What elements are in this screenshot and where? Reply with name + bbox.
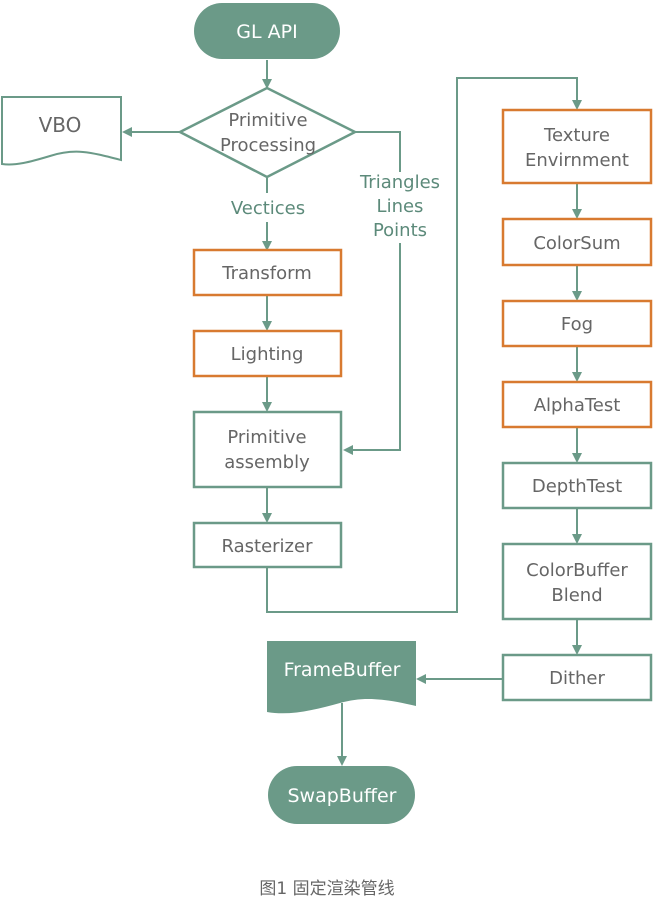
node-fog-label: Fog bbox=[561, 314, 593, 335]
node-depthtest-label: DepthTest bbox=[532, 476, 622, 497]
node-gl-api bbox=[194, 3, 340, 59]
node-dither bbox=[501, 653, 653, 702]
node-colorbuffer-blend bbox=[501, 542, 653, 621]
edge-label-triangles: Triangles bbox=[359, 172, 440, 193]
node-lighting bbox=[192, 329, 343, 378]
node-colorsum bbox=[501, 217, 653, 267]
node-texture-envirnment-label-2: Envirnment bbox=[525, 150, 629, 171]
node-colorbuffer-blend-label-1: ColorBuffer bbox=[526, 560, 628, 581]
node-texture-envirnment-label-1: Texture bbox=[543, 125, 610, 146]
node-primitive-assembly-label-2: assembly bbox=[224, 452, 310, 473]
node-transform-label: Transform bbox=[221, 263, 312, 284]
node-framebuffer-label: FrameBuffer bbox=[284, 659, 401, 681]
node-depthtest bbox=[501, 461, 653, 510]
node-primitive-assembly-label-1: Primitive bbox=[227, 427, 306, 448]
edge-label-lines: Lines bbox=[377, 196, 424, 217]
edge-label-vectices: Vectices bbox=[231, 198, 305, 219]
node-swapbuffer bbox=[268, 766, 415, 824]
node-vbo bbox=[1, 96, 122, 166]
node-transform bbox=[192, 248, 343, 297]
node-rasterizer-label: Rasterizer bbox=[222, 536, 314, 557]
connectors bbox=[122, 60, 582, 766]
edge-rasterizer-texture bbox=[266, 77, 582, 613]
node-primitive-assembly bbox=[192, 410, 343, 489]
node-dither-label: Dither bbox=[549, 668, 605, 689]
node-rasterizer bbox=[192, 521, 343, 569]
edge-triangles-assembly bbox=[343, 243, 401, 455]
node-colorsum-label: ColorSum bbox=[533, 233, 620, 254]
node-primitive-processing-label-1: Primitive bbox=[228, 110, 307, 131]
node-swapbuffer-label: SwapBuffer bbox=[288, 785, 397, 807]
node-gl-api-label: GL API bbox=[236, 21, 297, 43]
edge-primitive-triangles-top bbox=[355, 131, 401, 172]
node-lighting-label: Lighting bbox=[231, 344, 304, 365]
node-fog bbox=[501, 299, 653, 348]
node-alphatest-label: AlphaTest bbox=[534, 395, 621, 416]
node-primitive-processing bbox=[177, 86, 358, 179]
figure-caption: 图1 固定渲染管线 bbox=[259, 879, 394, 899]
node-alphatest bbox=[501, 380, 653, 429]
node-primitive-processing-label-2: Processing bbox=[220, 135, 316, 156]
node-colorbuffer-blend-label-2: Blend bbox=[551, 585, 602, 606]
edge-label-points: Points bbox=[373, 220, 427, 241]
node-texture-envirnment bbox=[501, 108, 653, 185]
node-vbo-label: VBO bbox=[39, 113, 82, 137]
node-framebuffer bbox=[267, 641, 416, 714]
